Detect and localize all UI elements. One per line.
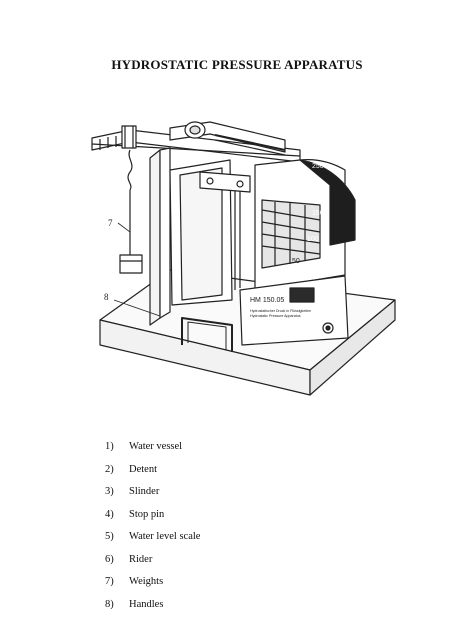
legend-label: Water level scale bbox=[129, 531, 201, 542]
page-title: HYDROSTATIC PRESSURE APPARATUS bbox=[111, 57, 363, 72]
model-label: HM 150.05 bbox=[250, 297, 284, 304]
legend-number: 1) bbox=[105, 441, 114, 452]
legend-label: Handles bbox=[129, 598, 164, 610]
legend-label: Detent bbox=[129, 463, 157, 475]
legend-item: 1) Water vessel bbox=[105, 436, 200, 459]
legend-label: Stop pin bbox=[129, 508, 165, 520]
scale-tick: 200 bbox=[313, 184, 325, 191]
legend-number: 2) bbox=[105, 463, 114, 475]
plate-text-line2: Hydrostatic Pressure Apparatus bbox=[250, 314, 301, 318]
plate-text-line1: Hydrostatischer Druck in Flüssigkeiten bbox=[250, 309, 311, 313]
base-handle bbox=[181, 317, 233, 352]
weight-hanger bbox=[119, 190, 143, 274]
support-post bbox=[149, 147, 171, 326]
legend-label: Weights bbox=[129, 576, 164, 587]
quadrant-vessel bbox=[254, 159, 346, 291]
legend-label: Slinder bbox=[129, 486, 160, 497]
callout-7-leader bbox=[117, 222, 131, 233]
legend-label: Rider bbox=[129, 553, 153, 565]
slider-mechanism bbox=[169, 121, 286, 156]
vessel-front-panel bbox=[239, 275, 349, 346]
detent-block bbox=[199, 171, 251, 193]
rider bbox=[121, 125, 137, 149]
apparatus-diagram: 250 200 150 100 50 HM 150.05 Hydrostatis… bbox=[91, 121, 396, 396]
parts-legend: 1) Water vessel 2) Detent 3) Slinder 4) Stop… bbox=[105, 436, 200, 616]
legend-number: 6) bbox=[105, 553, 114, 565]
spring-hook bbox=[127, 149, 133, 191]
legend-label: Water vessel bbox=[129, 441, 183, 452]
legend-number: 5) bbox=[105, 531, 114, 542]
legend-item: 8) Handles bbox=[105, 594, 200, 617]
scale-tick: 100 bbox=[307, 236, 319, 243]
callout-8-leader bbox=[113, 299, 161, 317]
legend-item: 3) Slinder bbox=[105, 481, 200, 504]
legend-number: 7) bbox=[105, 576, 114, 587]
legend-number: 3) bbox=[105, 486, 114, 497]
legend-item: 7) Weights bbox=[105, 571, 200, 594]
legend-item: 6) Rider bbox=[105, 549, 200, 572]
callout-8: 8 bbox=[104, 292, 109, 302]
scale-tick: 150 bbox=[312, 210, 324, 217]
legend-number: 4) bbox=[105, 508, 114, 520]
legend-item: 2) Detent bbox=[105, 459, 200, 482]
scale-tick: 50 bbox=[292, 258, 300, 265]
legend-item: 4) Stop pin bbox=[105, 504, 200, 527]
scale-tick: 250 bbox=[312, 163, 324, 170]
scale-segment bbox=[299, 159, 356, 246]
legend-item: 5) Water level scale bbox=[105, 526, 200, 549]
callout-7: 7 bbox=[108, 218, 113, 228]
frame-columns bbox=[169, 159, 241, 306]
legend-number: 8) bbox=[105, 598, 114, 610]
